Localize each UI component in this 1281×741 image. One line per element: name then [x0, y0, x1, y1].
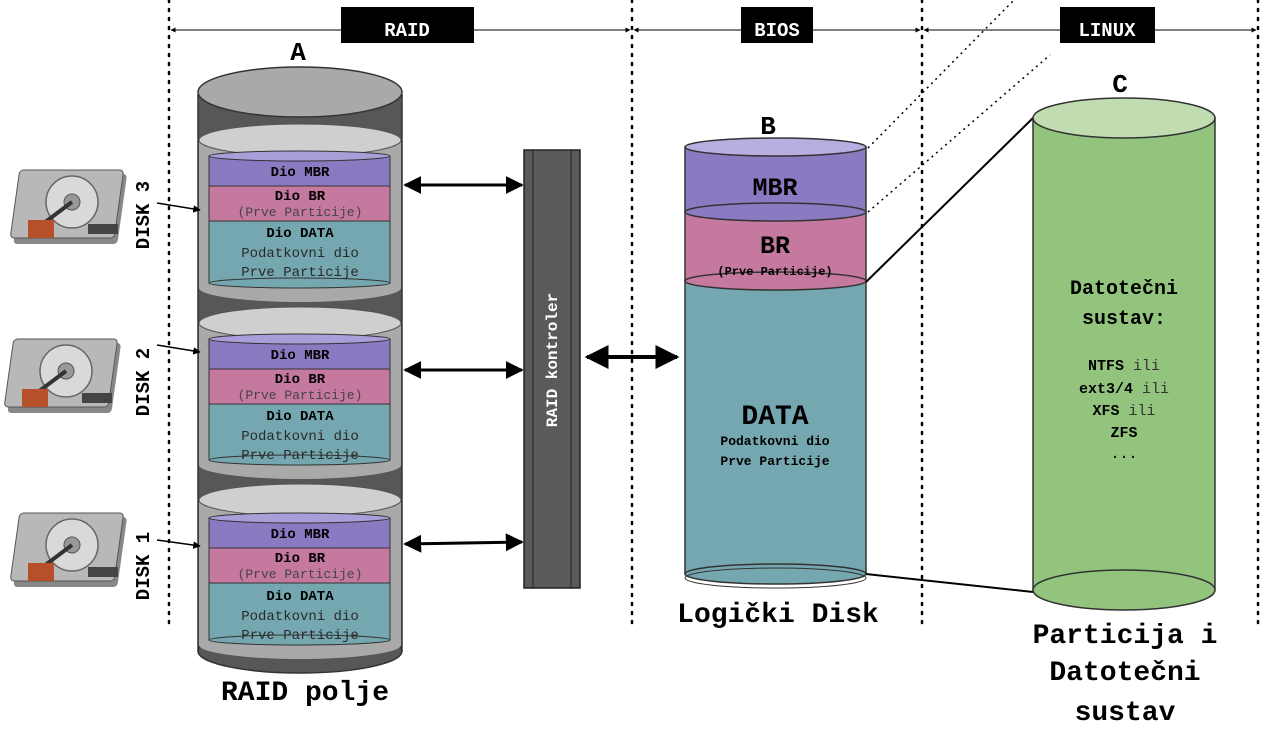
svg-text:RAID: RAID [384, 20, 430, 42]
raid-disk-3: Dio MBR Dio BR (Prve Particije) Dio DATA… [198, 123, 402, 302]
disk1-data-sub2: Prve Particije [241, 628, 359, 644]
disk2-br-label: Dio BR [275, 372, 326, 388]
disk2-mbr-label: Dio MBR [271, 348, 330, 364]
raid-letter: A [290, 38, 306, 68]
disk1-data-label: Dio DATA [266, 589, 334, 605]
disk1-mbr-label: Dio MBR [271, 527, 330, 543]
header-bios: BIOS [741, 7, 813, 43]
fs-item-ntfs: NTFS ili [1088, 358, 1160, 375]
disk-pointer-arrows [156, 202, 201, 549]
fs-item-ellipsis: ... [1110, 446, 1137, 463]
raid-controller-label: RAID kontroler [544, 293, 562, 427]
svg-text:BIOS: BIOS [754, 20, 800, 42]
disk2-label: DISK 2 [133, 348, 155, 416]
raid-array-caption: RAID polje [221, 678, 389, 709]
header-raid: RAID [341, 7, 474, 43]
filesystem-letter: C [1112, 70, 1128, 100]
logical-data-sub1: Podatkovni dio [720, 434, 829, 449]
disk2-data-sub1: Podatkovni dio [241, 429, 359, 445]
zoom-connectors [865, 0, 1051, 593]
filesystem-title-line1: Datotečni [1070, 278, 1178, 301]
disk1-br-label: Dio BR [275, 551, 326, 567]
logical-disk-caption: Logički Disk [677, 600, 879, 631]
disk3-br-sub: (Prve Particije) [238, 205, 363, 220]
logical-mbr-label: MBR [752, 174, 797, 203]
filesystem-caption-line1: Particija i [1033, 621, 1218, 652]
hard-drive-icon [10, 512, 127, 587]
controller-arrows [403, 176, 680, 553]
raid-disk-1: Dio MBR Dio BR (Prve Particije) Dio DATA… [198, 483, 402, 659]
disk2-data-sub2: Prve Particije [241, 448, 359, 464]
filesystem-caption-line2: Datotečni [1049, 658, 1200, 689]
header-linux: LINUX [1060, 7, 1155, 43]
disk3-label: DISK 3 [133, 181, 155, 249]
disk2-data-label: Dio DATA [266, 409, 334, 425]
fs-item-ext: ext3/4 ili [1079, 381, 1169, 398]
hard-drive-icon [4, 338, 121, 413]
raid-controller: RAID kontroler [523, 149, 581, 589]
logical-disk-cylinder: MBR BR (Prve Particije) DATA Podatkovni … [684, 137, 867, 589]
logical-br-sub: (Prve Particije) [717, 265, 832, 279]
disk1-data-sub1: Podatkovni dio [241, 609, 359, 625]
filesystem-title-line2: sustav: [1082, 308, 1166, 331]
hard-drive-icon [10, 169, 127, 244]
disk3-data-label: Dio DATA [266, 226, 334, 242]
filesystem-cylinder: Datotečni sustav: NTFS ili ext3/4 ili XF… [1032, 97, 1216, 611]
section-dividers [167, 0, 1260, 630]
logical-data-sub2: Prve Particije [720, 454, 829, 469]
fs-item-xfs: XFS ili [1092, 403, 1155, 420]
disk1-br-sub: (Prve Particije) [238, 567, 363, 582]
disk3-br-label: Dio BR [275, 189, 326, 205]
svg-text:LINUX: LINUX [1078, 20, 1136, 42]
logical-data-label: DATA [741, 402, 808, 433]
logical-disk-letter: B [760, 112, 776, 142]
logical-br-label: BR [760, 232, 790, 261]
fs-item-zfs: ZFS [1110, 425, 1137, 442]
disk1-label: DISK 1 [133, 532, 155, 600]
raid-disk-2: Dio MBR Dio BR (Prve Particije) Dio DATA… [198, 306, 402, 479]
filesystem-caption-line3: sustav [1075, 698, 1176, 729]
disk3-mbr-label: Dio MBR [271, 165, 330, 181]
disk3-data-sub2: Prve Particije [241, 265, 359, 281]
disk2-br-sub: (Prve Particije) [238, 388, 363, 403]
disk3-data-sub1: Podatkovni dio [241, 246, 359, 262]
